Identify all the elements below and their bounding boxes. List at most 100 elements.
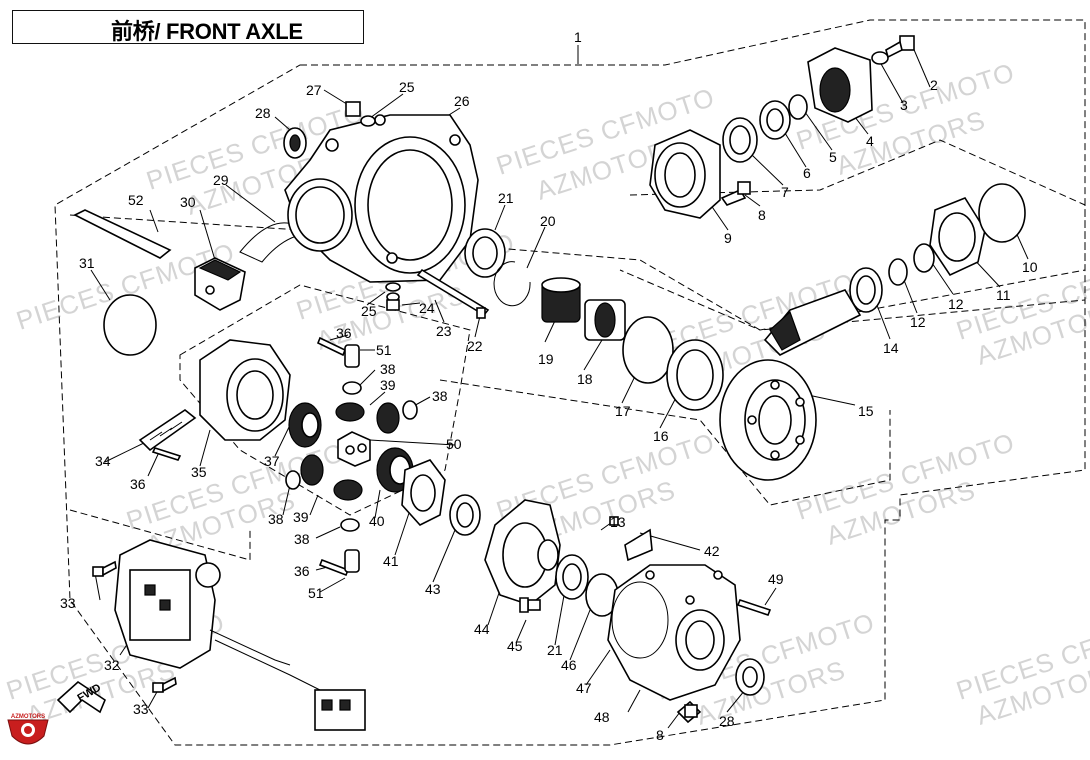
part-27-plug <box>345 101 376 127</box>
callout-label: 27 <box>306 82 322 98</box>
part-36-pin <box>316 336 347 357</box>
callout-label: 36 <box>130 476 146 492</box>
callout-label: 46 <box>561 657 577 673</box>
part-22-screw <box>476 307 486 319</box>
callout-label: 36 <box>336 325 352 341</box>
part-13-screw <box>609 516 619 526</box>
part-9-bearing-housing <box>649 129 721 219</box>
callout-label: 32 <box>104 657 120 673</box>
callout-label: 44 <box>474 621 490 637</box>
part-7-bearing <box>722 117 758 163</box>
part-20-circlip <box>493 261 531 307</box>
part-31-o-ring <box>103 294 157 356</box>
part-37-side-gear <box>288 402 322 448</box>
callout-label: 26 <box>454 93 470 109</box>
callout-label: 14 <box>883 340 899 356</box>
part-6-seal <box>759 100 791 140</box>
callout-label: 20 <box>540 213 556 229</box>
callout-label: 11 <box>996 287 1011 303</box>
callout-label: 19 <box>538 351 554 367</box>
callout-label: 39 <box>380 377 396 393</box>
callout-label: 45 <box>507 638 523 654</box>
part-28-seal <box>283 127 307 159</box>
callout-label: 33 <box>60 595 76 611</box>
part-8-bolt <box>720 181 751 206</box>
callout-label: 22 <box>467 338 483 354</box>
part-5-circlip <box>788 94 808 120</box>
callout-label: 38 <box>268 511 284 527</box>
part-10-o-ring <box>978 183 1026 243</box>
callout-label: 13 <box>610 514 626 530</box>
part-42-bracket <box>624 528 653 562</box>
callout-label: 38 <box>380 361 396 377</box>
part-38-thrust-washer <box>342 381 362 395</box>
part-35-diff-carrier <box>199 339 291 441</box>
callout-label: 8 <box>656 727 664 743</box>
part-21-bearing <box>555 554 589 600</box>
callout-label: 29 <box>213 172 229 188</box>
part-12-shim <box>913 243 935 273</box>
callout-label: 17 <box>615 403 631 419</box>
callout-label: 30 <box>180 194 196 210</box>
callout-label: 25 <box>361 303 377 319</box>
callout-label: 9 <box>724 230 732 246</box>
callout-label: 35 <box>191 464 207 480</box>
callout-label: 36 <box>294 563 310 579</box>
part-4-flange <box>807 47 873 123</box>
callout-label: 28 <box>719 713 735 729</box>
part-43-thrust-washer <box>449 494 481 536</box>
part-26-main-housing <box>284 114 479 283</box>
callout-label: 49 <box>768 571 784 587</box>
part-2-bolt <box>885 35 915 59</box>
part-52-pin <box>73 209 172 259</box>
callout-label: 10 <box>1022 259 1038 275</box>
callout-label: 52 <box>128 192 144 208</box>
callout-label: 50 <box>446 436 462 452</box>
part-51-cross-pin <box>344 549 360 573</box>
part-12-shim <box>888 258 908 286</box>
part-38-thrust-washer <box>285 470 301 490</box>
callout-label: 12 <box>948 296 964 312</box>
callout-label: 40 <box>369 513 385 529</box>
callout-label: 8 <box>758 207 766 223</box>
callout-label: 37 <box>264 453 280 469</box>
callout-label: 51 <box>376 342 392 358</box>
part-44-carrier-flange <box>484 499 561 606</box>
callout-label: 38 <box>294 531 310 547</box>
callout-label: 33 <box>133 701 149 717</box>
part-14-pinion <box>763 289 862 356</box>
part-17-o-ring <box>622 316 674 384</box>
callout-label: 24 <box>419 300 435 316</box>
part-33-bolt <box>152 676 177 693</box>
part-21-bearing <box>464 228 506 278</box>
part-38-thrust-washer <box>402 400 418 420</box>
callout-label: 18 <box>577 371 593 387</box>
leader-lines <box>90 44 1029 729</box>
part-15-ring-gear <box>719 359 817 481</box>
callout-label: 34 <box>95 453 111 469</box>
callout-label: 31 <box>79 255 95 271</box>
part-18-sleeve <box>584 299 626 341</box>
callout-label: 43 <box>425 581 441 597</box>
title-box: 前桥/ FRONT AXLE <box>12 10 364 44</box>
callout-label: 16 <box>653 428 669 444</box>
logo-text: AZMOTORS <box>11 714 45 720</box>
callout-label: 21 <box>547 642 563 658</box>
part-8-bolt <box>676 700 702 724</box>
part-51-cross-pin <box>344 344 360 368</box>
callout-label: 38 <box>432 388 448 404</box>
callout-label: 2 <box>930 77 938 93</box>
part-49-stud <box>736 599 772 616</box>
callout-label: 5 <box>829 149 837 165</box>
part-33-bolt <box>92 560 117 577</box>
part-11-gasket <box>929 197 986 277</box>
callout-label: 6 <box>803 165 811 181</box>
part-41-gasket <box>401 459 446 526</box>
part-38-thrust-washer <box>340 518 360 532</box>
callout-label: 25 <box>399 79 415 95</box>
part-19-coupler <box>541 277 581 323</box>
callout-label: 41 <box>383 553 399 569</box>
fwd-arrow: FWD <box>56 680 106 714</box>
callout-label: 1 <box>574 29 582 45</box>
